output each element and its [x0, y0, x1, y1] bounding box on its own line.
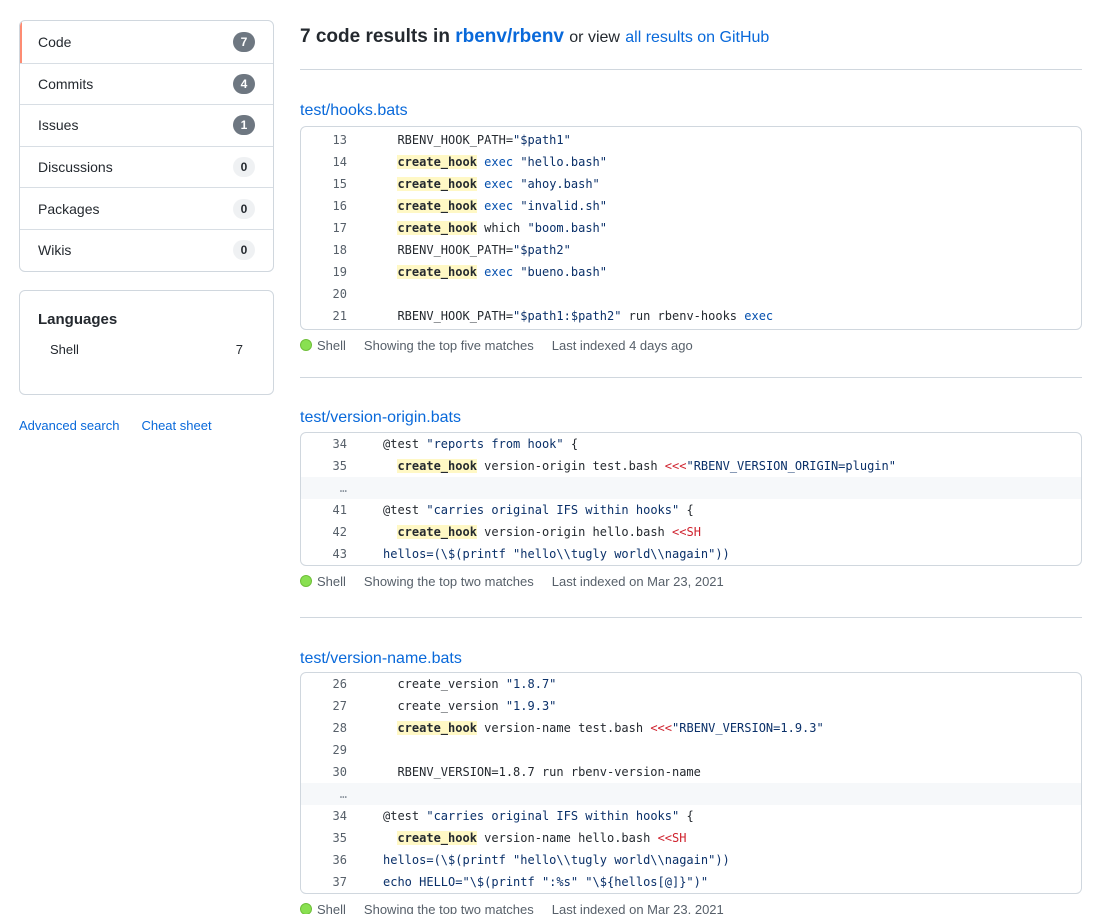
last-indexed: Last indexed 4 days ago — [551, 337, 693, 353]
code-line: 21 RBENV_HOOK_PATH="$path1:$path2" run r… — [332, 309, 774, 323]
search-help-links: Advanced search Cheat sheet — [19, 418, 274, 433]
code-line: 20 — [332, 287, 347, 301]
file-link[interactable]: test/version-name.bats — [300, 650, 462, 667]
result-meta: Shell Showing the top two matches Last i… — [300, 894, 1082, 914]
code-line: 13 RBENV_HOOK_PATH="$path1" — [332, 133, 571, 147]
language-color-dot — [300, 339, 312, 351]
code-snippet: 13 RBENV_HOOK_PATH="$path1" 14 create_ho… — [300, 126, 1082, 330]
code-line: 17 create_hook which "boom.bash" — [332, 221, 607, 235]
or-view-text: or view — [569, 29, 620, 46]
all-results-link[interactable]: all results on GitHub — [625, 29, 770, 46]
language-count: 7 — [235, 341, 243, 357]
match-summary: Showing the top five matches — [363, 337, 534, 353]
code-gap: … — [301, 783, 1081, 805]
code-line: 29 — [332, 743, 347, 757]
count-badge: 4 — [233, 73, 255, 94]
language-name: Shell — [50, 341, 79, 357]
results-count: 7 code results in — [300, 26, 450, 47]
code-line: 28 create_hook version-name test.bash <<… — [332, 721, 824, 735]
result-meta: Shell Showing the top five matches Last … — [300, 330, 1082, 360]
code-line: 42 create_hook version-origin hello.bash… — [332, 525, 701, 539]
code-line: 34@test "carries original IFS within hoo… — [332, 809, 694, 823]
language-color-dot — [300, 903, 312, 914]
file-link[interactable]: test/version-origin.bats — [300, 409, 461, 426]
nav-item-label: Issues — [38, 117, 79, 134]
code-line: 14 create_hook exec "hello.bash" — [332, 155, 608, 169]
count-badge: 0 — [233, 157, 255, 178]
code-line: 30 RBENV_VERSION=1.8.7 run rbenv-version… — [332, 765, 701, 779]
code-result: test/version-name.bats 26 create_version… — [300, 618, 1082, 914]
last-indexed: Last indexed on Mar 23, 2021 — [551, 901, 724, 914]
code-line: 34@test "reports from hook" { — [332, 437, 579, 451]
code-line: 41@test "carries original IFS within hoo… — [332, 503, 694, 517]
sidebar: Code 7 Commits 4 Issues 1 Discussions 0 … — [19, 20, 274, 433]
nav-item-label: Discussions — [38, 159, 113, 176]
language-color-dot — [300, 575, 312, 587]
result-meta: Shell Showing the top two matches Last i… — [300, 566, 1082, 596]
search-type-menu: Code 7 Commits 4 Issues 1 Discussions 0 … — [19, 20, 274, 272]
result-language: Shell — [317, 573, 346, 589]
code-snippet: 26 create_version "1.8.7" 27 create_vers… — [300, 672, 1082, 894]
code-snippet: 34@test "reports from hook" { 35 create_… — [300, 432, 1082, 566]
nav-item-discussions[interactable]: Discussions 0 — [20, 145, 273, 188]
nav-item-issues[interactable]: Issues 1 — [20, 104, 273, 146]
result-language: Shell — [317, 901, 346, 914]
nav-item-commits[interactable]: Commits 4 — [20, 62, 273, 105]
code-line: 26 create_version "1.8.7" — [332, 677, 557, 691]
nav-item-label: Packages — [38, 200, 100, 217]
code-line: 35 create_hook version-origin test.bash … — [332, 459, 896, 473]
repo-link[interactable]: rbenv/rbenv — [455, 26, 564, 47]
nav-item-label: Code — [38, 33, 72, 50]
code-result: test/hooks.bats 13 RBENV_HOOK_PATH="$pat… — [300, 70, 1082, 378]
nav-item-code[interactable]: Code 7 — [20, 21, 273, 63]
results-header: 7 code results in rbenv/rbenv or view al… — [300, 26, 1082, 70]
result-language: Shell — [317, 337, 346, 353]
nav-item-wikis[interactable]: Wikis 0 — [20, 228, 273, 271]
languages-title: Languages — [38, 310, 118, 328]
nav-item-label: Commits — [38, 75, 94, 92]
code-line: 19 create_hook exec "bueno.bash" — [332, 265, 608, 279]
count-badge: 7 — [233, 31, 255, 52]
match-summary: Showing the top two matches — [363, 901, 534, 914]
advanced-search-link[interactable]: Advanced search — [19, 417, 120, 433]
count-badge: 1 — [233, 115, 255, 136]
count-badge: 0 — [233, 240, 255, 261]
last-indexed: Last indexed on Mar 23, 2021 — [551, 573, 724, 589]
nav-item-label: Wikis — [38, 242, 72, 259]
nav-item-packages[interactable]: Packages 0 — [20, 187, 273, 229]
code-line: 18 RBENV_HOOK_PATH="$path2" — [332, 243, 571, 257]
code-line: 27 create_version "1.9.3" — [332, 699, 557, 713]
count-badge: 0 — [233, 198, 255, 219]
file-link[interactable]: test/hooks.bats — [300, 102, 408, 119]
code-result: test/version-origin.bats 34@test "report… — [300, 378, 1082, 618]
code-line: 35 create_hook version-name hello.bash <… — [332, 831, 687, 845]
code-line: 15 create_hook exec "ahoy.bash" — [332, 177, 600, 191]
results-main: 7 code results in rbenv/rbenv or view al… — [300, 26, 1082, 914]
code-line: 16 create_hook exec "invalid.sh" — [332, 199, 608, 213]
language-filter-shell[interactable]: Shell 7 — [38, 342, 255, 357]
match-summary: Showing the top two matches — [363, 573, 534, 589]
code-gap: … — [301, 477, 1081, 499]
cheat-sheet-link[interactable]: Cheat sheet — [141, 417, 212, 433]
languages-panel: Languages Shell 7 — [19, 289, 274, 395]
